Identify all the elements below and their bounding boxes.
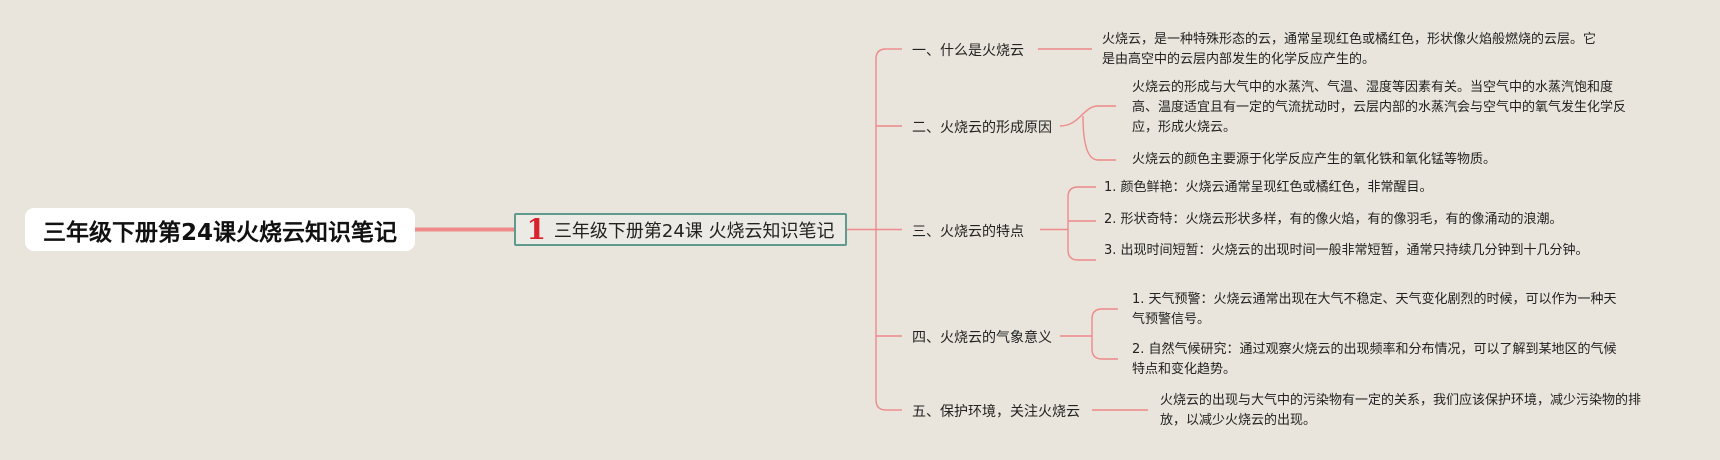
branch-label: 二、火烧云的形成原因 xyxy=(912,120,1052,136)
connector-leaf-4 xyxy=(1060,308,1118,360)
connector-leaf-3 xyxy=(1040,186,1096,261)
leaf-4-2[interactable]: 2. 自然气候研究：通过观察火烧云的出现频率和分布情况，可以了解到某地区的气候特… xyxy=(1132,340,1627,380)
branch-label: 一、什么是火烧云 xyxy=(912,43,1024,59)
branch-label: 五、保护环境，关注火烧云 xyxy=(912,404,1080,420)
leaf-text: 火烧云的出现与大气中的污染物有一定的关系，我们应该保护环境，减少污染物的排放，以… xyxy=(1160,393,1642,428)
main-topic-title: 三年级下册第24课 火烧云知识笔记 xyxy=(553,220,835,242)
leaf-3-2[interactable]: 2. 形状奇特：火烧云形状多样，有的像火焰，有的像羽毛，有的像涌动的浪潮。 xyxy=(1104,210,1644,230)
leaf-2-1[interactable]: 火烧云的形成与大气中的水蒸汽、气温、湿度等因素有关。当空气中的水蒸汽饱和度高、温… xyxy=(1132,78,1627,138)
leaf-1-1[interactable]: 火烧云，是一种特殊形态的云，通常呈现红色或橘红色，形状像火焰般燃烧的云层。它是由… xyxy=(1102,30,1597,70)
branch-3-node[interactable]: 三、火烧云的特点 xyxy=(912,221,1024,241)
leaf-2-2[interactable]: 火烧云的颜色主要源于化学反应产生的氧化铁和氧化锰等物质。 xyxy=(1132,150,1632,170)
leaf-text: 火烧云的形成与大气中的水蒸汽、气温、湿度等因素有关。当空气中的水蒸汽饱和度高、温… xyxy=(1132,80,1627,135)
leaf-text: 2. 形状奇特：火烧云形状多样，有的像火焰，有的像羽毛，有的像涌动的浪潮。 xyxy=(1104,212,1563,227)
leaf-4-1[interactable]: 1. 天气预警：火烧云通常出现在大气不稳定、天气变化剧烈的时候，可以作为一种天气… xyxy=(1132,290,1627,330)
leaf-text: 3. 出现时间短暂：火烧云的出现时间一般非常短暂，通常只持续几分钟到十几分钟。 xyxy=(1104,243,1589,258)
root-node[interactable]: 三年级下册第24课火烧云知识笔记 xyxy=(25,208,415,251)
leaf-text: 1. 颜色鲜艳：火烧云通常呈现红色或橘红色，非常醒目。 xyxy=(1104,180,1433,195)
branch-1-node[interactable]: 一、什么是火烧云 xyxy=(912,40,1024,60)
branch-label: 三、火烧云的特点 xyxy=(912,224,1024,240)
leaf-text: 火烧云的颜色主要源于化学反应产生的氧化铁和氧化锰等物质。 xyxy=(1132,152,1497,167)
connector-leaf-2 xyxy=(1059,105,1116,161)
branch-4-node[interactable]: 四、火烧云的气象意义 xyxy=(912,327,1052,347)
leaf-text: 火烧云，是一种特殊形态的云，通常呈现红色或橘红色，形状像火焰般燃烧的云层。它是由… xyxy=(1102,32,1597,67)
branch-5-node[interactable]: 五、保护环境，关注火烧云 xyxy=(912,401,1080,421)
root-title: 三年级下册第24课火烧云知识笔记 xyxy=(42,219,397,246)
leaf-text: 2. 自然气候研究：通过观察火烧云的出现频率和分布情况，可以了解到某地区的气候特… xyxy=(1132,342,1617,377)
leaf-text: 1. 天气预警：火烧云通常出现在大气不稳定、天气变化剧烈的时候，可以作为一种天气… xyxy=(1132,292,1617,327)
topic-number: 1 xyxy=(526,212,546,246)
main-topic-node[interactable]: 1 三年级下册第24课 火烧云知识笔记 xyxy=(514,213,847,246)
leaf-5-1[interactable]: 火烧云的出现与大气中的污染物有一定的关系，我们应该保护环境，减少污染物的排放，以… xyxy=(1160,391,1660,431)
leaf-3-3[interactable]: 3. 出现时间短暂：火烧云的出现时间一般非常短暂，通常只持续几分钟到十几分钟。 xyxy=(1104,241,1599,261)
branch-2-node[interactable]: 二、火烧云的形成原因 xyxy=(912,117,1052,137)
branch-label: 四、火烧云的气象意义 xyxy=(912,330,1052,346)
leaf-3-1[interactable]: 1. 颜色鲜艳：火烧云通常呈现红色或橘红色，非常醒目。 xyxy=(1104,178,1624,198)
